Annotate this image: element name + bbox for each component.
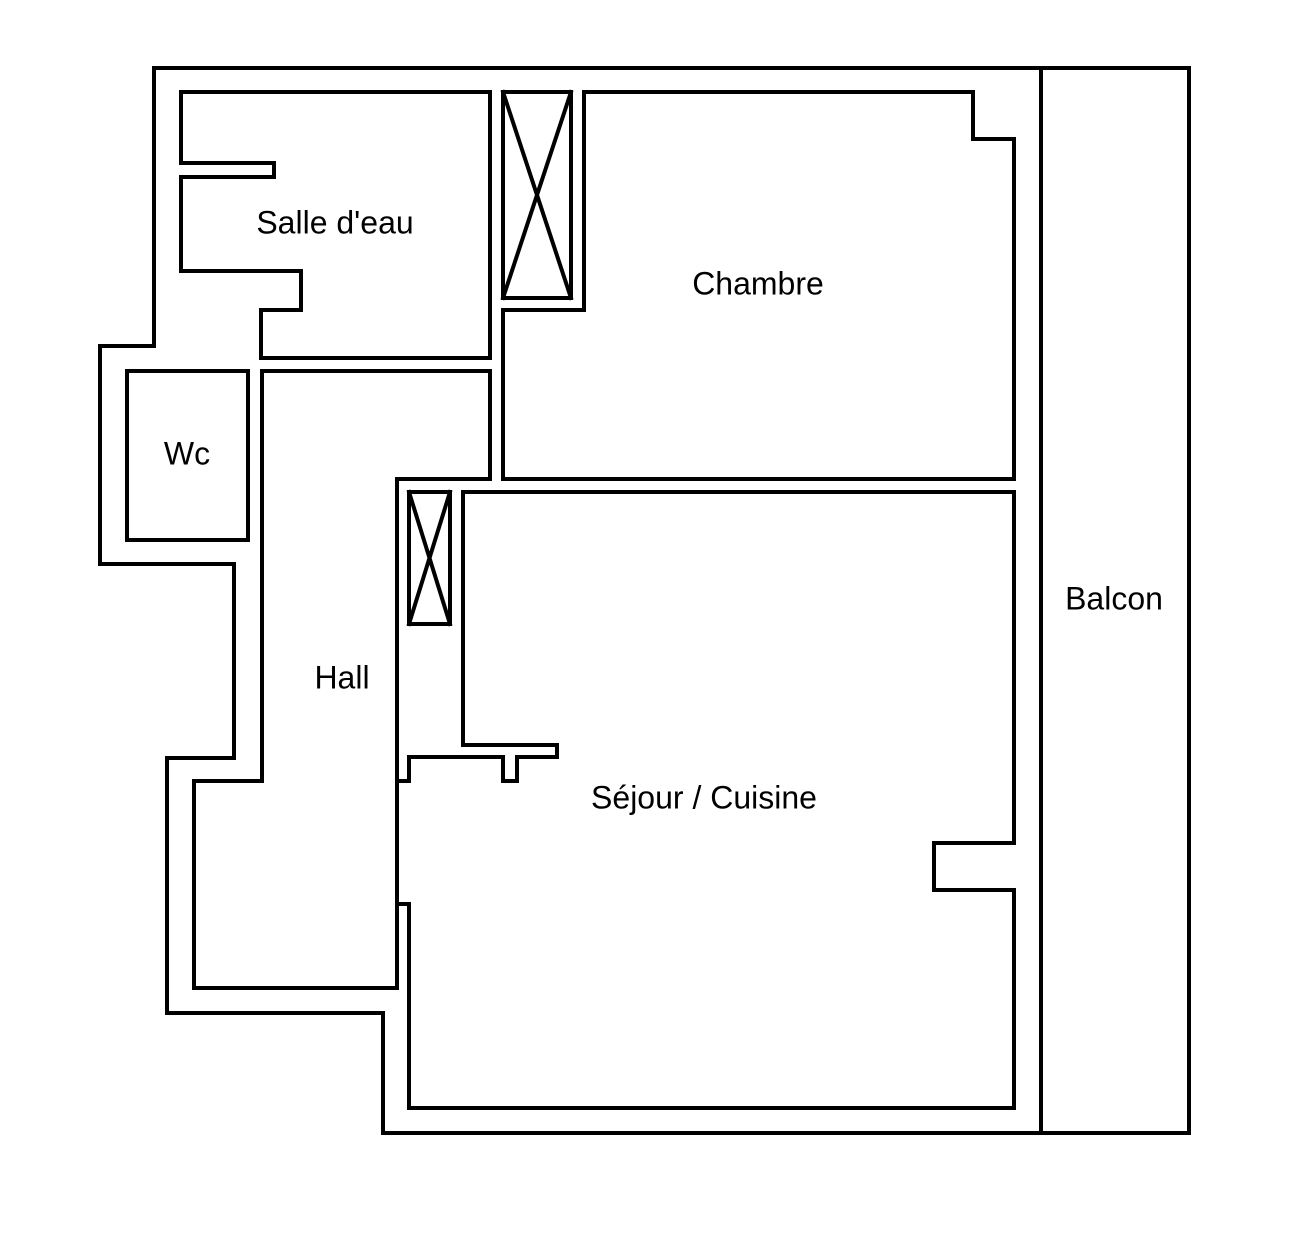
- salle-deau-wall: [179, 90, 492, 360]
- chambre-wall: [501, 90, 1016, 481]
- shaft-2-cross-b: [406, 489, 453, 627]
- room-label-salle-deau: Salle d'eau: [256, 204, 413, 240]
- room-label-wc: Wc: [164, 435, 210, 471]
- wc-wall: [125, 369, 250, 542]
- sejour-cuisine-wall: [395, 490, 1016, 1110]
- shaft-1: [501, 90, 573, 300]
- kitchen-counter: [395, 490, 559, 783]
- shaft-2: [407, 490, 452, 626]
- hall-wall: [192, 369, 492, 990]
- room-label-sejour-cuisine: Séjour / Cuisine: [591, 779, 817, 815]
- room-label-balcon: Balcon: [1065, 580, 1163, 616]
- room-label-chambre: Chambre: [692, 265, 824, 301]
- outer-wall: [98, 66, 1191, 1135]
- room-label-hall: Hall: [314, 659, 369, 695]
- shaft-1-cross-b: [500, 89, 574, 301]
